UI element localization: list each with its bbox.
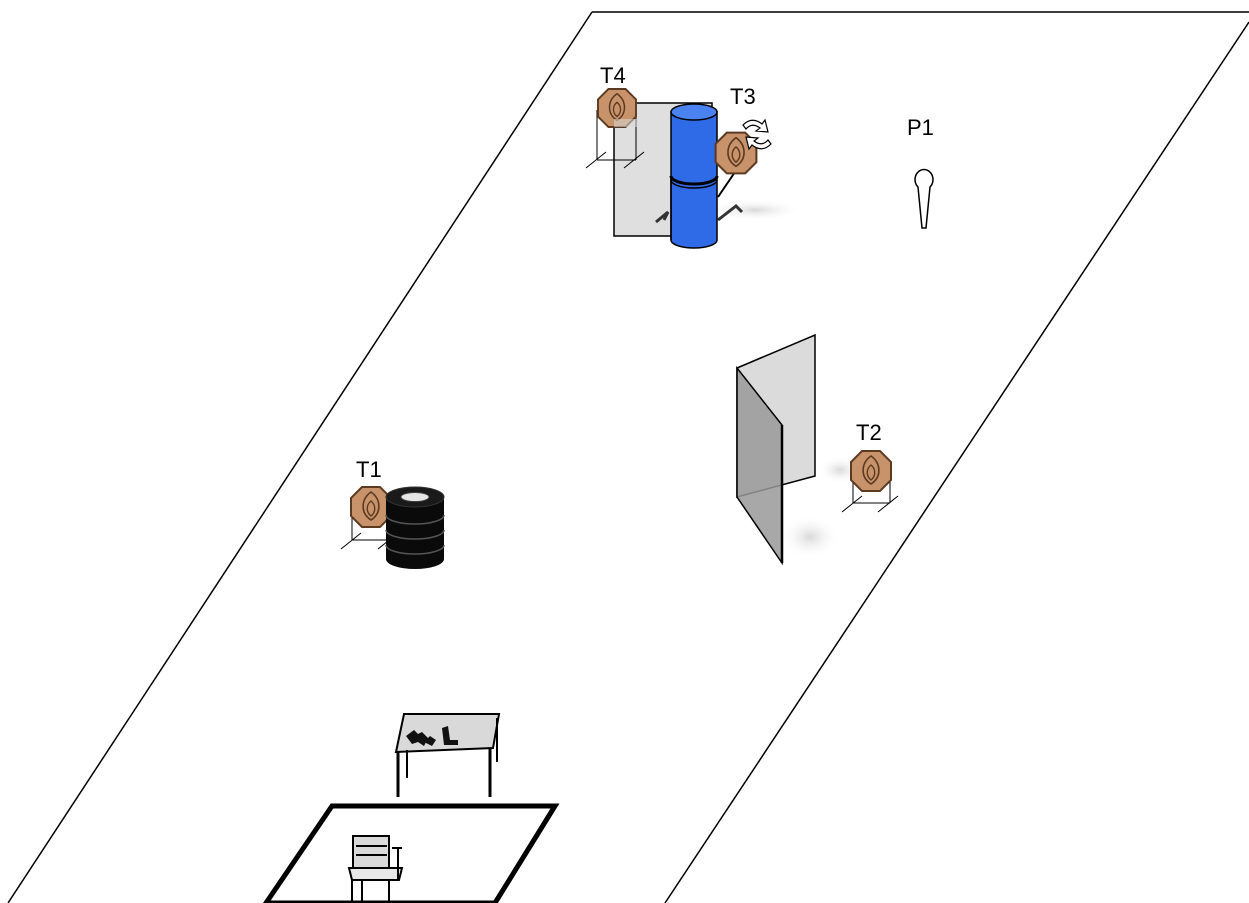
target-t3: T3 xyxy=(714,84,772,198)
steel-plate-t2 xyxy=(850,450,892,492)
barrel-shadow xyxy=(707,199,803,221)
target-t2: T2 xyxy=(841,420,899,513)
tire-stack xyxy=(385,486,445,569)
target-stand-t4 xyxy=(585,110,645,169)
label-t2: T2 xyxy=(856,420,882,445)
loading-table xyxy=(394,713,501,797)
barrel-base-props xyxy=(655,204,744,224)
shooter-position-p1: P1 xyxy=(907,115,934,229)
label-t4: T4 xyxy=(600,63,626,88)
label-t1: T1 xyxy=(356,457,382,482)
barrel-stack xyxy=(669,103,719,249)
pistol-icon xyxy=(406,726,458,746)
steel-plate-t1 xyxy=(350,486,392,528)
rotating-arrows-icon xyxy=(742,118,772,151)
label-t3: T3 xyxy=(730,84,756,109)
range-boundary xyxy=(7,11,1249,903)
shooter-position-icon xyxy=(914,168,934,229)
folding-wall xyxy=(736,333,862,566)
target-t4: T4 xyxy=(585,63,645,169)
chair xyxy=(347,835,404,903)
target-stand-t2 xyxy=(841,480,899,513)
start-box xyxy=(262,803,560,903)
label-p1: P1 xyxy=(907,115,934,140)
